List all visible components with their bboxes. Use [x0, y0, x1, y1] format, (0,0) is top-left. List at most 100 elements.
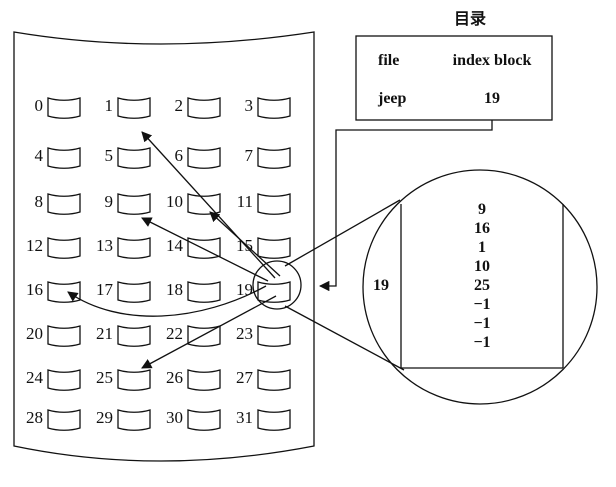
index-entry-4: 25 — [474, 277, 490, 294]
directory-row-file: jeep — [377, 90, 407, 107]
arrow-to-block-10 — [209, 211, 281, 277]
disk-block-number: 11 — [237, 192, 253, 211]
disk-block-rect — [257, 369, 291, 391]
disk-block-rect — [117, 281, 151, 303]
disk-block-rect — [117, 237, 151, 259]
disk-block-5: 5 — [105, 146, 151, 169]
disk-block-13: 13 — [96, 236, 151, 259]
disk-block-number: 21 — [96, 324, 113, 343]
disk-block-rect — [47, 325, 81, 347]
disk-block-rect — [257, 147, 291, 169]
disk-block-rect — [117, 409, 151, 431]
disk-block-29: 29 — [96, 408, 151, 431]
disk-block-number: 26 — [166, 368, 183, 387]
disk-block-rect — [117, 193, 151, 215]
disk-block-number: 29 — [96, 408, 113, 427]
disk-block-rect — [257, 409, 291, 431]
disk-block-rect — [187, 369, 221, 391]
disk-block-rect — [47, 97, 81, 119]
disk-block-28: 28 — [26, 408, 81, 431]
disk-block-19: 19 — [236, 280, 291, 303]
disk-block-rect — [257, 193, 291, 215]
disk-block-number: 22 — [166, 324, 183, 343]
disk-block-rect — [117, 325, 151, 347]
disk-block-number: 18 — [166, 280, 183, 299]
disk-block-rect — [187, 409, 221, 431]
pointer-arrows — [67, 131, 281, 369]
disk-block-31: 31 — [236, 408, 291, 431]
directory-header-index-block: index block — [453, 52, 532, 69]
arrow-to-block-25 — [141, 295, 277, 369]
disk-block-number: 2 — [175, 96, 184, 115]
directory-table — [355, 35, 553, 121]
index-block-zoom-circle — [362, 169, 598, 405]
disk-block-17: 17 — [96, 280, 151, 303]
index-entry-6: −1 — [473, 315, 490, 332]
disk-block-3: 3 — [245, 96, 291, 119]
disk-block-rect — [187, 193, 221, 215]
disk-block-number: 31 — [236, 408, 253, 427]
disk-block-number: 27 — [236, 368, 254, 387]
disk-block-number: 17 — [96, 280, 114, 299]
disk-block-27: 27 — [236, 368, 291, 391]
disk-outline — [13, 31, 315, 462]
disk-block-number: 25 — [96, 368, 113, 387]
disk-block-number: 3 — [245, 96, 254, 115]
directory-title: 目录 — [454, 10, 486, 28]
arrow-to-block-16 — [67, 285, 267, 317]
disk-block-rect — [257, 97, 291, 119]
directory-header-file: file — [378, 52, 399, 69]
disk-block-number: 9 — [105, 192, 114, 211]
disk-block-number: 5 — [105, 146, 114, 165]
disk-block-number: 30 — [166, 408, 183, 427]
zoom-tangent-top — [284, 199, 401, 267]
disk-block-rect — [47, 193, 81, 215]
disk-block-20: 20 — [26, 324, 81, 347]
disk-block-number: 14 — [166, 236, 184, 255]
disk-block-number: 4 — [35, 146, 44, 165]
disk-block-number: 16 — [26, 280, 43, 299]
disk-block-number: 0 — [35, 96, 44, 115]
disk-block-15: 15 — [236, 236, 291, 259]
index-entry-0: 9 — [478, 201, 486, 218]
arrow-to-block-9 — [141, 217, 269, 282]
disk-block-number: 6 — [175, 146, 184, 165]
disk-block-rect — [47, 369, 81, 391]
index-entry-3: 10 — [474, 258, 490, 275]
index-entry-2: 1 — [478, 239, 486, 256]
disk-block-rect — [257, 237, 291, 259]
disk-block-rect — [117, 369, 151, 391]
disk-block-rect — [257, 281, 291, 303]
directory-row-index-block: 19 — [484, 90, 500, 107]
disk-block-0: 0 — [35, 96, 81, 119]
disk-block-rect — [47, 237, 81, 259]
disk-block-number: 7 — [245, 146, 254, 165]
disk-block-26: 26 — [166, 368, 221, 391]
arrow-to-block-1 — [141, 131, 276, 279]
disk-block-4: 4 — [35, 146, 81, 169]
disk-block-rect — [117, 97, 151, 119]
disk-block-rect — [47, 147, 81, 169]
disk-block-30: 30 — [166, 408, 221, 431]
zoom-ellipse — [252, 260, 302, 310]
disk-block-25: 25 — [96, 368, 151, 391]
disk-block-rect — [187, 281, 221, 303]
disk-block-number: 10 — [166, 192, 183, 211]
disk-block-rect — [117, 147, 151, 169]
disk-block-rect — [47, 281, 81, 303]
disk-block-23: 23 — [236, 324, 291, 347]
disk-block-21: 21 — [96, 324, 151, 347]
disk-block-rect — [187, 147, 221, 169]
disk-block-rect — [187, 97, 221, 119]
disk-block-rect — [257, 325, 291, 347]
disk-block-7: 7 — [245, 146, 291, 169]
disk-block-11: 11 — [237, 192, 291, 215]
disk-block-number: 23 — [236, 324, 253, 343]
disk-block-number: 28 — [26, 408, 43, 427]
disk-block-22: 22 — [166, 324, 221, 347]
index-block-label: 19 — [373, 277, 389, 294]
